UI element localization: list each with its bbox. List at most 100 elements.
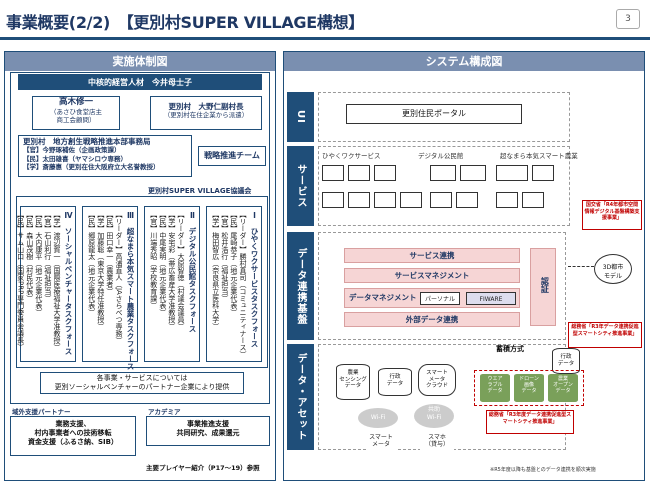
service-box	[400, 192, 422, 208]
mlit-note: 国交省「R4年都市空間情報デジタル基盤構築支援事業」	[582, 200, 642, 230]
smart-meter-box: スマート メータ	[366, 434, 396, 450]
member-text: 【官】川端秀昭（学校教育課）	[149, 211, 158, 309]
partner-label: 域外支援パートナー	[12, 408, 71, 416]
city-model-circle	[594, 254, 632, 284]
layer-external-data: 外部データ連携	[344, 312, 520, 327]
green-asset: ドローン 画像 データ	[514, 374, 544, 402]
data-mgmt-label: データマネジメント	[349, 293, 417, 302]
platform-zone	[318, 232, 566, 340]
mic-note-2: 総務省「R3年度データ連携促進型スマートシティ推進事業」	[486, 410, 574, 434]
hq-box: 更別村 地方創生戦略推進本部事務局 【官】今野琢補佐（企画政策課） 【民】太田雄…	[18, 135, 192, 177]
auth-box: 認証	[530, 248, 556, 326]
service-zone	[318, 146, 570, 226]
taskforce-4-members: 【学】渡辺賀一（国際医療福祉大学准教授） 【官】石山利行（福祉担当） 【民】大内…	[16, 211, 61, 351]
service-box	[374, 192, 396, 208]
service-box	[348, 192, 370, 208]
service-box	[532, 165, 554, 181]
side-label-platform: データ連携基盤	[287, 232, 314, 340]
taskforce-3-title: Ⅲ 超なまら本気スマート農業タスクフォース	[126, 211, 135, 370]
green-asset: 農業 オープン データ	[548, 374, 578, 402]
wifi-cloud: 共助 Wi-Fi	[414, 404, 454, 428]
partner-box: 業務支援、 村内事業者への技術移転 資金支援（ふるさ納、SIB）	[10, 416, 136, 456]
member-text: 【民】サム山口（国家PRP専門委員会議長）	[16, 211, 25, 351]
member-text: 【民】郷原龍太（地元企業代表）	[87, 211, 96, 316]
strategy-team-box: 戦略推進チーム	[198, 146, 266, 166]
personal-box: パーソナル	[420, 292, 460, 305]
taskforce-4-column: Ⅳ ソーシャルベンチャータスクフォース 【学】渡辺賀一（国際医療福祉大学准教授）…	[17, 206, 76, 362]
vice-mayor-box: 更別村 大野仁副村長 （更別村在住企業から派遣）	[150, 96, 262, 130]
phone-box: スマホ （貸与）	[420, 434, 454, 450]
asset-cylinder: 行政 データ	[378, 368, 412, 396]
page-number: 3	[616, 9, 640, 29]
service-box	[374, 165, 396, 181]
service-group-label: デジタル公民館	[418, 152, 464, 160]
layer-service-link: サービス連携	[344, 248, 520, 263]
storage-label: 蓄積方式	[496, 345, 524, 353]
layer-service-mgmt: サービスマネジメント	[344, 268, 520, 283]
member-text: 【民】森山茂樹（村民代表）	[25, 211, 34, 302]
hq-title: 更別村 地方創生戦略推進本部事務局	[23, 137, 151, 146]
academia-box: 事業推進支援 共同研究、成果還元	[146, 416, 270, 446]
side-label-asset: データ・アセット	[287, 344, 314, 450]
service-group-label: ひやくワクサービス	[322, 152, 381, 160]
taskforce-1-title: Ⅰ ひやくワクサービスタスクフォース	[250, 211, 259, 348]
member-text: 【官】石山利行（福祉担当）	[43, 211, 52, 302]
council-frame	[16, 196, 268, 368]
member-text: 【学】梅田智広（奈良県立医科大学）	[211, 211, 220, 330]
member-text: 【学】渡辺賀一（国際医療福祉大学准教授）	[53, 211, 61, 351]
taskforce-4-title: Ⅳ ソーシャルベンチャータスクフォース	[64, 211, 73, 355]
academia-label: アカデミア	[148, 408, 181, 416]
header-bar: 事業概要(2/2) 【更別村SUPER VILLAGE構想】 3	[0, 0, 650, 40]
vice-mayor-name: 更別村 大野仁副村長	[168, 102, 244, 111]
member-text: 【民】尾崎恭子（地元企業代表）	[229, 211, 238, 316]
service-box	[460, 165, 486, 181]
auth-label: 認証	[540, 277, 550, 293]
side-label-service: サービス	[287, 146, 314, 226]
asset-cylinder: 農業 センシング データ	[336, 364, 370, 400]
member-text: 【民】田口幸一（農業者）	[105, 211, 114, 295]
taskforce-1-column: Ⅰ ひやくワクサービスタスクフォース 【リーダー】勝村真司（コミュニティナース）…	[206, 206, 262, 362]
taskforce-2-column: Ⅱ デジタル公民館タスクフォース 【リーダー】大原智徳（村議会議員） 【学】安宅…	[144, 206, 200, 362]
taskforce-2-title: Ⅱ デジタル公民館タスクフォース	[188, 211, 197, 333]
ui-zone	[318, 92, 570, 142]
service-box	[348, 165, 370, 181]
service-box	[496, 165, 528, 181]
asset-cylinder: 行政 データ	[552, 348, 580, 374]
service-group-label: 超なまら本気スマート農業	[500, 152, 578, 160]
service-box	[322, 165, 344, 181]
taskforce-1-members: 【リーダー】勝村真司（コミュニティナース） 【民】尾崎恭子（地元企業代表） 【官…	[211, 211, 247, 358]
top-leader: 中核的経営人材 今井母士子	[18, 74, 262, 90]
system-title: システム構成図	[284, 52, 644, 71]
city-model-label: 3D都市 モデル	[602, 264, 624, 280]
asset-cylinder: スマート メータ クラウド	[418, 364, 456, 396]
hq-member: 【官】今野琢補佐（企画政策課）	[23, 146, 121, 155]
takagi-name: 高木修一	[58, 97, 93, 107]
service-box	[522, 192, 544, 208]
footnote: ※R5年度以降も基盤とのデータ連携を順次実施	[490, 467, 596, 473]
member-text: 【リーダー】高浦直人（JAさらべつ専務）	[115, 211, 123, 344]
hq-member: 【民】太田雄喜（ヤマシロウ専務）	[23, 154, 127, 163]
vice-mayor-sub: （更別村在住企業から派遣）	[163, 111, 249, 120]
resident-portal-box: 更別住民ポータル	[346, 104, 522, 124]
taskforce-3-column: Ⅲ 超なまら本気スマート農業タスクフォース 【リーダー】高浦直人（JAさらべつ専…	[82, 206, 138, 370]
member-text: 【リーダー】大原智徳（村議会議員）	[177, 211, 185, 330]
council-label: 更別村SUPER VILLAGE協議会	[148, 187, 252, 195]
service-box	[496, 192, 518, 208]
org-chart-inner	[10, 72, 270, 404]
green-group	[474, 370, 584, 406]
footer-ref: 主要プレイヤー紹介（P17～19）参照	[146, 464, 260, 472]
member-text: 【民】中尾実明（地元企業代表）	[158, 211, 167, 316]
member-text: 【民】大内康平（地元企業代表）	[34, 211, 43, 316]
green-asset: ウエア ラブル データ	[480, 374, 510, 402]
takagi-box: 高木修一 （あさひ食堂店主 商工会顧問）	[32, 96, 120, 130]
fiware-box: FIWARE	[466, 292, 516, 305]
provider-note: 各事業・サービスについては 更別ソーシャルベンチャーのパートナー企業により提供	[40, 372, 244, 394]
member-text: 【学】安宅彩（帯広畜産大学准教授）	[167, 211, 176, 330]
member-text: 【学】加藤聡（東京大学特任准教授）	[96, 211, 105, 330]
member-text: 【リーダー】勝村真司（コミュニティナース）	[239, 211, 247, 358]
takagi-sub: （あさひ食堂店主 商工会顧問）	[50, 107, 102, 124]
service-box	[430, 165, 456, 181]
service-box	[430, 192, 452, 208]
city-model-line	[568, 266, 594, 267]
org-chart-title: 実施体制図	[5, 52, 275, 71]
